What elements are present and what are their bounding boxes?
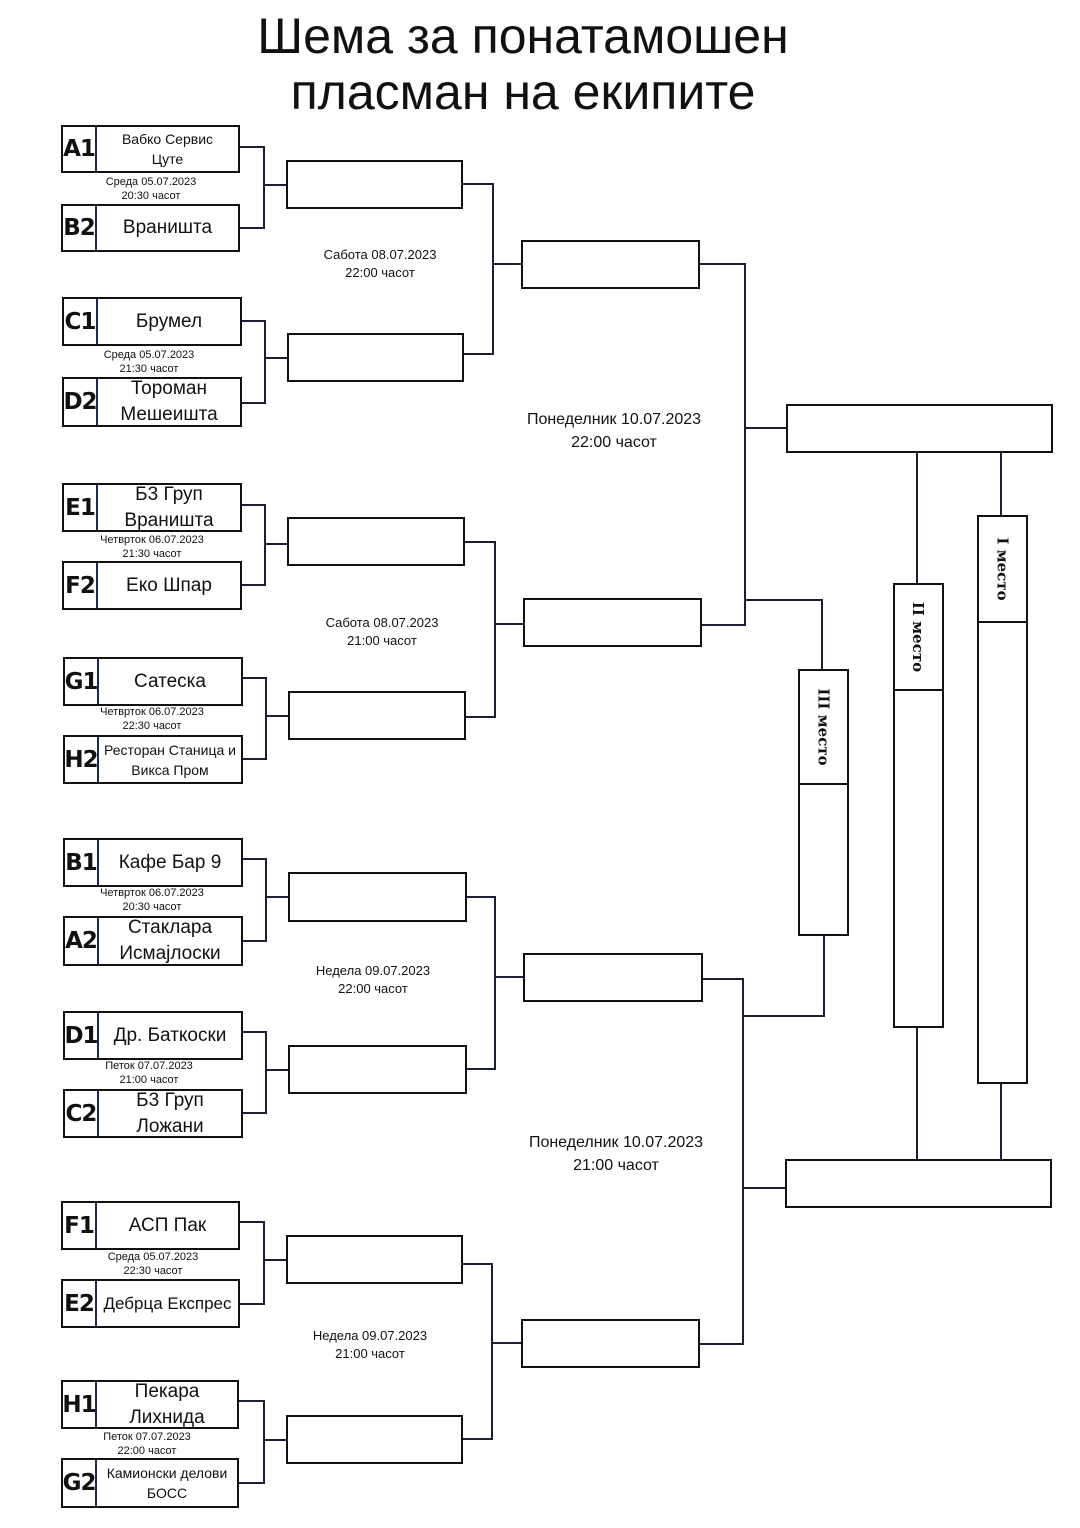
- team-slot-b2: B2 Враништа: [61, 204, 240, 252]
- team-name: АСП Пак: [128, 1214, 207, 1236]
- second-place-column: II место: [893, 583, 944, 1028]
- round2-slot: [287, 517, 465, 566]
- first-place-column: I место: [977, 515, 1028, 1084]
- group-code: G1: [65, 659, 99, 704]
- team-slot-d1: D1 Др. Баткоски: [63, 1011, 243, 1060]
- round2-slot: [286, 160, 463, 209]
- third-place-column: III место: [798, 669, 849, 936]
- quarterfinal-slot: [521, 1319, 700, 1368]
- final-slot-bottom: [785, 1159, 1052, 1208]
- title-line-1: Шема за понатамошен: [257, 8, 789, 64]
- bracket-title: Шема за понатамошен пласман на екипите: [0, 8, 1046, 120]
- final-slot-top: [786, 404, 1053, 453]
- first-place-label: I место: [979, 517, 1026, 623]
- group-code: H2: [64, 737, 99, 782]
- group-code: E1: [64, 485, 98, 530]
- team-name: Др. Баткоски: [113, 1024, 227, 1046]
- group-code: H1: [62, 1382, 97, 1427]
- group-code: F2: [64, 563, 98, 608]
- quarterfinal-slot: [523, 953, 703, 1002]
- team-name: Сатеска: [134, 670, 206, 692]
- team-slot-f2: F2 Еко Шпар: [62, 561, 242, 610]
- group-code: D2: [63, 379, 98, 425]
- group-code: B1: [65, 840, 99, 885]
- quarterfinal-slot: [523, 598, 702, 647]
- group-code: D1: [64, 1013, 99, 1058]
- team-name: Брумел: [135, 310, 203, 332]
- team-slot-c1: C1 Брумел: [62, 297, 242, 346]
- second-place-label: II место: [895, 585, 942, 691]
- title-line-2: пласман на екипите: [290, 64, 756, 120]
- round2-slot: [288, 1045, 467, 1094]
- group-code: A2: [65, 918, 99, 964]
- team-slot-f1: F1 АСП Пак: [61, 1201, 240, 1250]
- group-code: A1: [63, 127, 97, 171]
- team-slot-e2: E2 Дебрца Експрес: [61, 1279, 240, 1328]
- third-place-label: III место: [800, 671, 847, 785]
- round2-slot: [287, 333, 464, 382]
- team-name: Кафе Бар 9: [118, 851, 222, 873]
- group-code: F1: [63, 1203, 97, 1248]
- round2-slot: [288, 872, 467, 922]
- quarterfinal-slot: [521, 240, 700, 289]
- team-slot-g1: G1 Сатеска: [63, 657, 243, 706]
- team-name: Дебрца Експрес: [103, 1293, 232, 1313]
- group-code: C2: [65, 1091, 99, 1136]
- team-name: Еко Шпар: [126, 574, 212, 596]
- group-code: E2: [63, 1281, 97, 1326]
- group-code: B2: [63, 206, 97, 250]
- round2-slot: [286, 1235, 463, 1284]
- team-name: Враништа: [122, 217, 213, 238]
- group-code: G2: [63, 1460, 97, 1506]
- group-code: C1: [64, 299, 98, 344]
- round2-slot: [288, 691, 466, 740]
- team-slot-b1: B1 Кафе Бар 9: [63, 838, 243, 887]
- round2-slot: [286, 1415, 463, 1464]
